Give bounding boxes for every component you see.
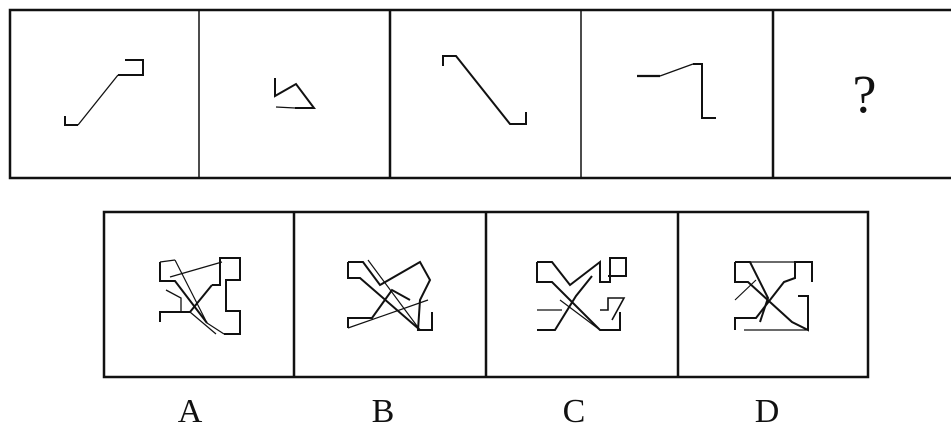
option-label-a[interactable]: A: [170, 395, 210, 429]
figure-4: [637, 64, 716, 118]
figure-1: [65, 60, 143, 125]
option-label-c[interactable]: C: [554, 395, 594, 429]
option-label-b[interactable]: B: [363, 395, 403, 429]
option-label-d[interactable]: D: [747, 395, 787, 429]
figure-2: [275, 78, 314, 108]
options-row: [104, 212, 868, 377]
option-b-figure[interactable]: [348, 260, 432, 330]
figure-3: [443, 56, 526, 124]
option-a-figure[interactable]: [160, 258, 240, 334]
option-d-figure[interactable]: [735, 262, 812, 330]
option-c-figure[interactable]: [537, 258, 626, 330]
unknown-figure-question-mark: ?: [773, 10, 951, 178]
